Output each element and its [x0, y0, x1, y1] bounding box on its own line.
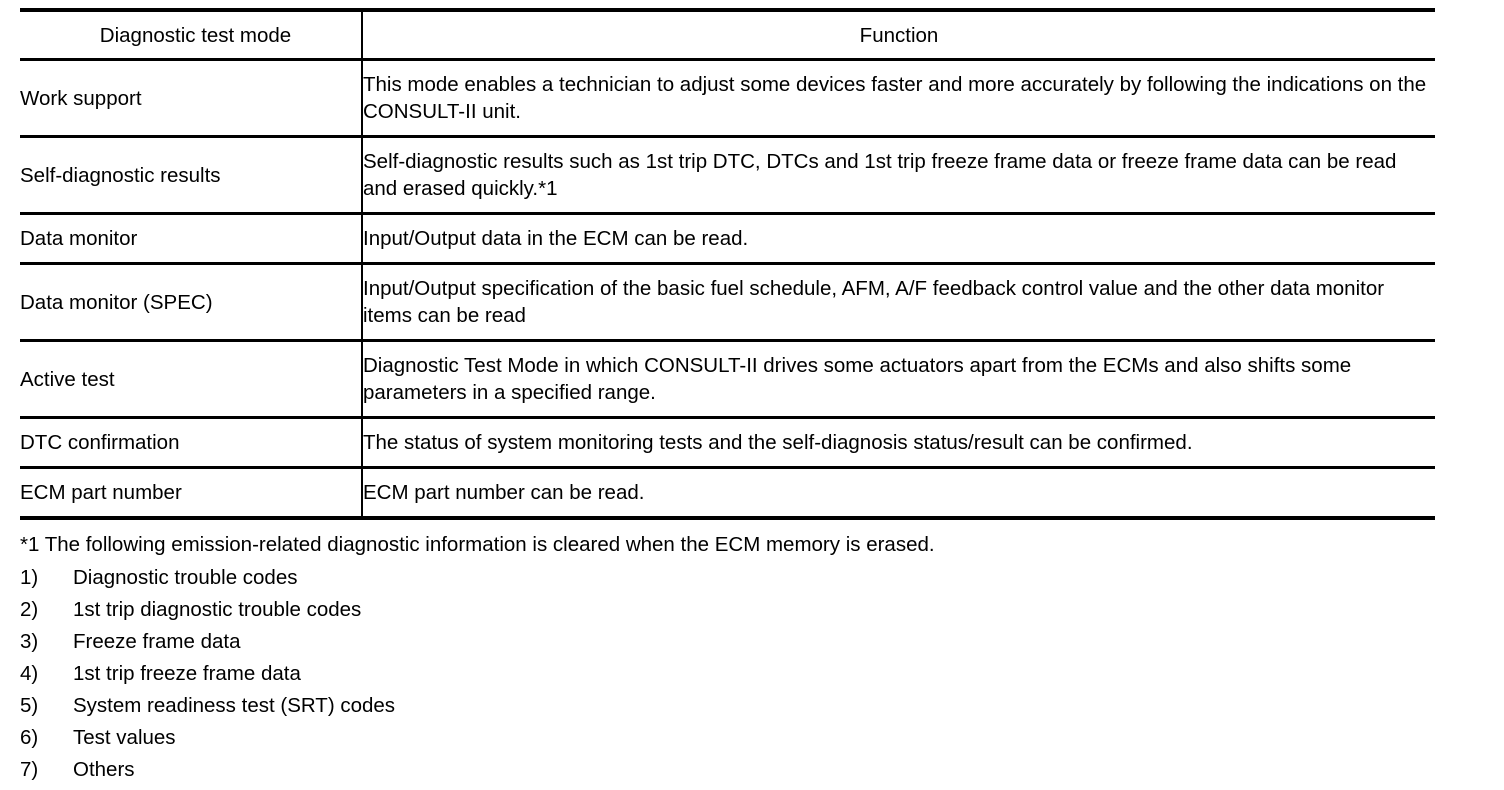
- row-function-text: Input/Output specification of the basic …: [363, 277, 1385, 327]
- row-mode-cell: Active test: [20, 340, 363, 419]
- list-item: 2) 1st trip diagnostic trouble codes: [20, 594, 1460, 626]
- list-item-label: Others: [73, 758, 135, 781]
- row-mode-label: Data monitor (SPEC): [20, 290, 213, 314]
- row-function-text: Diagnostic Test Mode in which CONSULT-II…: [363, 354, 1352, 404]
- row-function-text: The status of system monitoring tests an…: [363, 431, 1193, 454]
- row-function-text: Input/Output data in the ECM can be read…: [363, 227, 749, 250]
- column-header-label: Diagnostic test mode: [99, 23, 292, 47]
- column-header-label: Function: [859, 23, 939, 47]
- row-mode-cell: Self-diagnostic results: [20, 136, 363, 215]
- row-mode-label: Active test: [20, 367, 115, 391]
- row-function-text: This mode enables a technician to adjust…: [363, 73, 1427, 123]
- list-item-number: 1): [20, 566, 39, 589]
- table-row: Data monitor Input/Output data in the EC…: [20, 213, 1435, 265]
- row-mode-label: ECM part number: [20, 481, 182, 504]
- row-function-cell: Input/Output specification of the basic …: [362, 263, 1435, 342]
- list-item-label: Diagnostic trouble codes: [73, 566, 298, 589]
- footnote-list: 1) Diagnostic trouble codes 2) 1st trip …: [20, 562, 1460, 786]
- row-mode-cell: Data monitor (SPEC): [20, 263, 363, 342]
- row-mode-cell: ECM part number: [20, 467, 363, 520]
- list-item-label: System readiness test (SRT) codes: [73, 694, 396, 717]
- footnote-section: *1 The following emission-related diagno…: [20, 529, 1460, 786]
- row-mode-label: Self-diagnostic results: [20, 163, 221, 187]
- list-item: 7) Others: [20, 754, 1460, 786]
- list-item: 4) 1st trip freeze frame data: [20, 658, 1460, 690]
- footnote-lead-text: *1 The following emission-related diagno…: [20, 533, 935, 556]
- list-item-label: Test values: [73, 726, 176, 749]
- list-item: 6) Test values: [20, 722, 1460, 754]
- row-function-cell: This mode enables a technician to adjust…: [362, 59, 1435, 138]
- table-header: Diagnostic test mode Function: [20, 8, 1435, 61]
- table-row: Data monitor (SPEC) Input/Output specifi…: [20, 263, 1435, 342]
- diagnostic-test-mode-table-wrapper: Diagnostic test mode Function Work suppo…: [20, 8, 1435, 520]
- list-item-label: Freeze frame data: [73, 630, 241, 653]
- table-row: ECM part number ECM part number can be r…: [20, 467, 1435, 520]
- row-mode-label: Data monitor: [20, 227, 138, 250]
- table-body: Work support This mode enables a technic…: [20, 59, 1435, 520]
- row-function-text: Self-diagnostic results such as 1st trip…: [363, 150, 1397, 200]
- list-item-label: 1st trip freeze frame data: [73, 662, 301, 685]
- row-function-text: ECM part number can be read.: [363, 481, 645, 504]
- row-function-cell: The status of system monitoring tests an…: [362, 417, 1435, 469]
- list-item-number: 7): [20, 758, 39, 781]
- row-mode-label: DTC confirmation: [20, 431, 180, 454]
- list-item: 1) Diagnostic trouble codes: [20, 562, 1460, 594]
- row-mode-cell: Data monitor: [20, 213, 363, 265]
- list-item-number: 6): [20, 726, 39, 749]
- row-mode-cell: DTC confirmation: [20, 417, 363, 469]
- row-function-cell: ECM part number can be read.: [362, 467, 1435, 520]
- row-function-cell: Input/Output data in the ECM can be read…: [362, 213, 1435, 265]
- table-row: Active test Diagnostic Test Mode in whic…: [20, 340, 1435, 419]
- diagnostic-test-mode-table: Diagnostic test mode Function Work suppo…: [20, 8, 1435, 520]
- row-mode-cell: Work support: [20, 59, 363, 138]
- row-function-cell: Diagnostic Test Mode in which CONSULT-II…: [362, 340, 1435, 419]
- table-row: Work support This mode enables a technic…: [20, 59, 1435, 138]
- list-item-number: 4): [20, 662, 39, 685]
- list-item: 3) Freeze frame data: [20, 626, 1460, 658]
- table-row: Self-diagnostic results Self-diagnostic …: [20, 136, 1435, 215]
- list-item-number: 5): [20, 694, 39, 717]
- list-item-label: 1st trip diagnostic trouble codes: [73, 598, 362, 621]
- table-row: DTC confirmation The status of system mo…: [20, 417, 1435, 469]
- row-function-cell: Self-diagnostic results such as 1st trip…: [362, 136, 1435, 215]
- row-mode-label: Work support: [20, 86, 142, 110]
- list-item-number: 3): [20, 630, 39, 653]
- list-item-number: 2): [20, 598, 39, 621]
- column-header-diagnostic-test-mode: Diagnostic test mode: [20, 8, 363, 61]
- list-item: 5) System readiness test (SRT) codes: [20, 690, 1460, 722]
- table-header-row: Diagnostic test mode Function: [20, 8, 1435, 61]
- column-header-function: Function: [362, 8, 1435, 61]
